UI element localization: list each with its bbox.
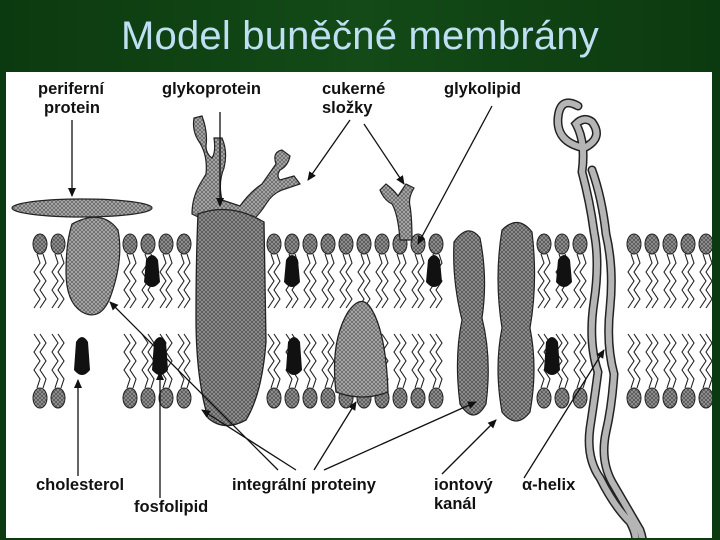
label-sugar-line2: složky <box>322 99 373 117</box>
integral-protein-cone <box>333 300 389 398</box>
glycoprotein <box>195 208 267 427</box>
lipid-head-bottom <box>698 387 712 409</box>
lipid-head-top <box>374 233 390 255</box>
lipid-head-bottom <box>140 387 156 409</box>
label-cholesterol: cholesterol <box>36 476 125 494</box>
lipid-head-top <box>644 233 660 255</box>
ion-channel-left <box>453 230 489 416</box>
lipid-head-bottom <box>626 387 642 409</box>
lipid-head-top <box>266 233 282 255</box>
lipid-head-top <box>698 233 712 255</box>
lipid-head-top <box>536 233 552 255</box>
label-phospholipid: fosfolipid <box>134 498 209 516</box>
lipid-head-bottom <box>554 387 570 409</box>
lipid-head-bottom <box>284 387 300 409</box>
label-sugar-line1: cukerné <box>322 80 386 98</box>
slide-title: Model buněčné membrány <box>121 14 599 58</box>
lipid-head-top <box>140 233 156 255</box>
lipid-head-bottom <box>266 387 282 409</box>
lipid-head-bottom <box>536 387 552 409</box>
label-sugar-components: cukerné složky <box>322 80 385 118</box>
lipid-head-top <box>338 233 354 255</box>
lipid-head-bottom <box>572 387 588 409</box>
lipid-head-bottom <box>302 387 318 409</box>
lipid-head-bottom <box>50 387 66 409</box>
label-ion-line1: iontový <box>434 476 493 494</box>
lipid-head-top <box>50 233 66 255</box>
lipid-head-top <box>572 233 588 255</box>
lipid-head-top <box>320 233 336 255</box>
lipid-head-bottom <box>320 387 336 409</box>
lipid-head-bottom <box>662 387 678 409</box>
pointer-arrows <box>68 105 605 498</box>
membrane-diagram: periferní protein glykoprotein cukerné s… <box>6 72 712 538</box>
lipid-head-top <box>302 233 318 255</box>
label-ion-line2: kanál <box>434 495 477 513</box>
lipid-head-top <box>356 233 372 255</box>
lipid-head-top <box>158 233 174 255</box>
label-alpha-helix: α-helix <box>522 476 575 495</box>
lipid-head-top <box>428 233 444 255</box>
label-helix-text: -helix <box>532 476 576 494</box>
label-peripheral-line2: protein <box>44 99 100 117</box>
lipid-head-bottom <box>410 387 426 409</box>
glycolipid-sugar <box>379 183 415 241</box>
lipid-head-top <box>662 233 678 255</box>
lipid-head-top <box>176 233 192 255</box>
lipid-head-top <box>680 233 696 255</box>
lipid-head-top <box>122 233 138 255</box>
alpha-helix <box>554 100 646 538</box>
label-integral-proteins: integrální proteiny <box>232 476 376 494</box>
lipid-head-bottom <box>122 387 138 409</box>
membrane-illustration <box>11 98 712 538</box>
label-peripheral-protein: periferní protein <box>38 80 104 118</box>
label-ion-channel: iontový kanál <box>434 476 493 514</box>
lipid-head-bottom <box>176 387 192 409</box>
lipid-head-bottom <box>392 387 408 409</box>
glycoprotein-sugars <box>191 115 301 239</box>
lipid-head-bottom <box>680 387 696 409</box>
label-glycoprotein: glykoprotein <box>162 80 262 98</box>
lipid-head-bottom <box>428 387 444 409</box>
lipid-head-top <box>626 233 642 255</box>
lipid-head-bottom <box>32 387 48 409</box>
lipid-head-top <box>32 233 48 255</box>
label-alpha-symbol: α <box>522 476 533 494</box>
ion-channel-right <box>497 221 536 422</box>
alpha-helix-outline <box>553 98 647 538</box>
lipid-head-bottom <box>158 387 174 409</box>
lipid-head-bottom <box>644 387 660 409</box>
lipid-head-top <box>554 233 570 255</box>
label-peripheral-line1: periferní <box>38 80 105 98</box>
cholesterol-molecules <box>74 255 572 375</box>
peripheral-protein-disc <box>11 198 153 218</box>
peripheral-protein <box>65 216 121 316</box>
lipid-head-top <box>284 233 300 255</box>
label-glycolipid: glykolipid <box>444 80 522 98</box>
